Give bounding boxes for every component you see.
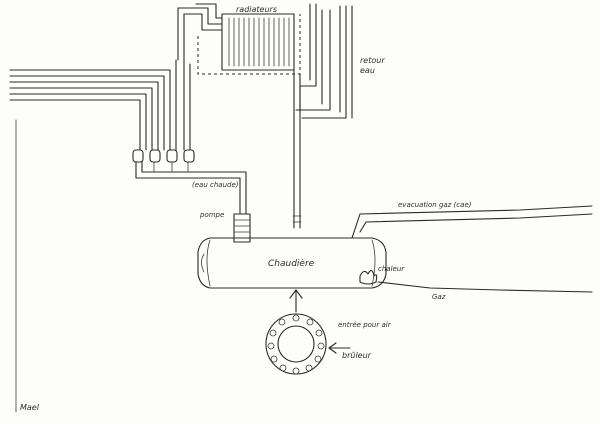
return-water-pipes (295, 3, 353, 119)
flame-icon (359, 269, 378, 285)
label-evacuation-gaz: evacuation gaz (cae) (398, 201, 472, 209)
label-pompe: pompe (200, 211, 225, 219)
label-entree-pour-air: entrée pour air (338, 321, 391, 329)
boiler-icon (197, 237, 387, 289)
burner-arrow-icon (328, 342, 351, 354)
left-feed-pipes (9, 59, 191, 151)
label-bruleur: brûleur (342, 351, 371, 360)
burner-ring-icon (265, 313, 327, 375)
gas-supply-line (377, 281, 593, 293)
gas-evacuation-pipe (351, 205, 593, 239)
label-radiateurs: radiateurs (236, 5, 277, 14)
label-chaudiere: Chaudière (268, 259, 315, 269)
label-eau-chaude: (eau chaude) (192, 181, 239, 189)
radiator-supply-pipes (177, 3, 223, 61)
arrow-icon (289, 289, 303, 313)
hot-water-riser (292, 69, 302, 229)
label-chaleur: chaleur (378, 265, 405, 273)
valve-icon (132, 149, 195, 163)
signature: Mael (20, 403, 39, 412)
label-gaz: Gaz (432, 293, 446, 301)
radiator-icon (221, 13, 295, 71)
collector-pipe (135, 161, 247, 215)
label-retour-eau: retour eau (360, 56, 385, 76)
radiator-dashed-circuit (197, 14, 301, 75)
